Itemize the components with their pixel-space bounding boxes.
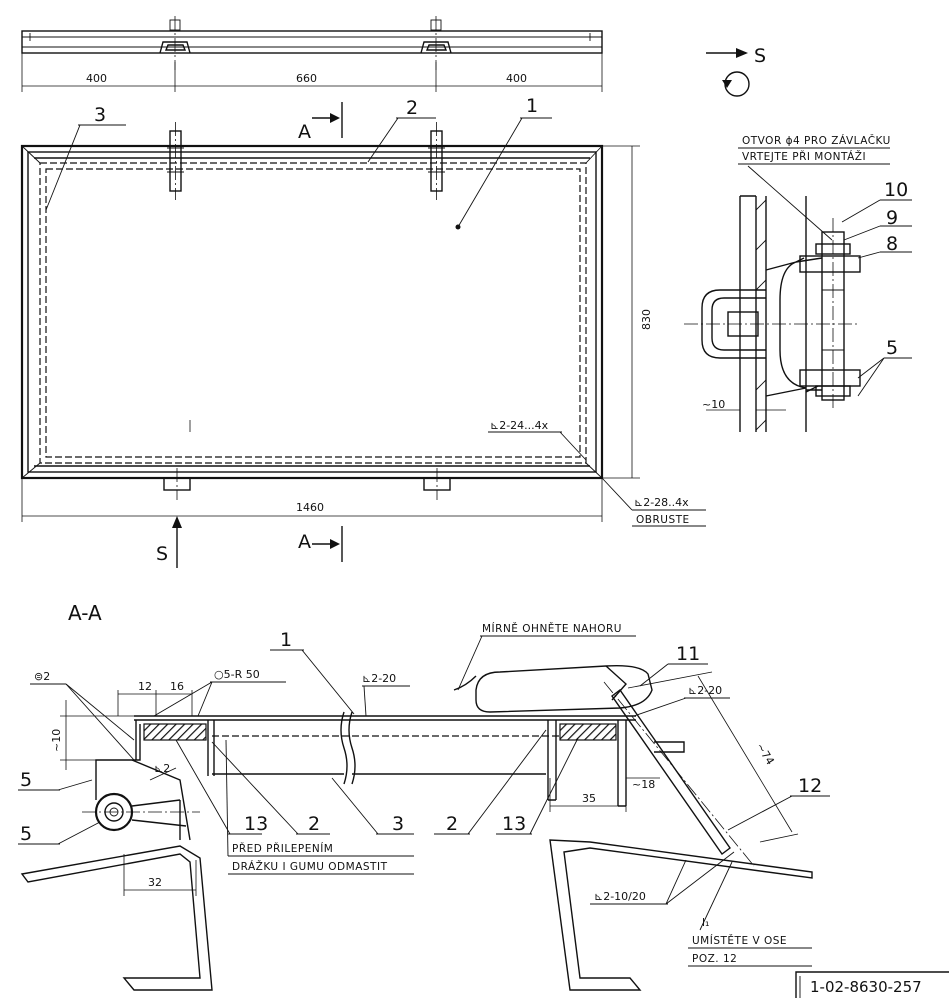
weld-radius: ○5-R 50	[214, 668, 260, 681]
sec-pos-2b: 2	[446, 813, 458, 835]
cut-label-bottom: A	[298, 531, 311, 553]
sec-pos-11: 11	[676, 643, 700, 665]
hinge-pos-9: 9	[886, 207, 898, 229]
view-direction-label: S	[754, 45, 766, 67]
front-pos-1: 1	[526, 95, 538, 117]
hinge-dim-10: ~10	[702, 398, 725, 411]
sec-pos-3: 3	[392, 813, 404, 835]
front-view: 3 2 1 830 1460 ⊾2-24...4x ⊾2-28..4x OBRU…	[20, 95, 706, 568]
hinge-pin-right	[428, 122, 445, 200]
dim-400-left: 400	[86, 72, 107, 85]
sec-dim-74: ~74	[753, 741, 776, 768]
dim-400-right: 400	[506, 72, 527, 85]
view-label-bottom: S	[156, 543, 168, 565]
section-aa: A-A	[18, 601, 830, 991]
dim-830: 830	[640, 309, 653, 330]
hinge-note-drill: VRTEJTE PŘI MONTÁŽI	[742, 150, 866, 163]
top-view: 400 660 400	[21, 16, 603, 92]
front-pos-2: 2	[406, 97, 418, 119]
weld-inner-note: ⊾2-24...4x	[490, 419, 549, 432]
sec-dim-16: 16	[170, 680, 184, 693]
note-place-1: UMÍSTĚTE V OSE	[692, 934, 787, 947]
sec-dim-35: 35	[582, 792, 596, 805]
weld-left: ⊾2	[154, 762, 170, 775]
sec-dim-32: 32	[148, 876, 162, 889]
note-glue-2: DRÁŽKU I GUMU ODMASTIT	[232, 860, 388, 873]
cut-label-top: A	[298, 121, 311, 143]
sec-pos-13b: 13	[502, 813, 526, 835]
sec-pos-2a: 2	[308, 813, 320, 835]
sec-pos-13a: 13	[244, 813, 268, 835]
weld-outer-grind-note: OBRUSTE	[636, 514, 690, 526]
sec-pos-5b: 5	[20, 823, 32, 845]
drawing-number: 1-02-8630-257	[810, 978, 922, 996]
view-direction-symbol: S	[706, 45, 766, 97]
weld-bottom-right: ⊾2-10/20	[594, 890, 646, 903]
hinge-detail: OTVOR ϕ4 PRO ZÁVLAČKU VRTEJTE PŘI MONTÁŽ…	[684, 134, 912, 432]
note-glue-1: PŘED PŘILEPENÍM	[232, 842, 333, 855]
note-l1: l₁	[702, 916, 709, 929]
weld-left-symbol: ⊜2	[34, 670, 50, 683]
sec-pos-5a: 5	[20, 769, 32, 791]
hinge-pos-5: 5	[886, 337, 898, 359]
weld-top-center: ⊾2-20	[362, 672, 396, 685]
sec-pos-1: 1	[280, 629, 292, 651]
dim-1460: 1460	[296, 501, 324, 514]
hinge-note-hole: OTVOR ϕ4 PRO ZÁVLAČKU	[742, 134, 891, 147]
dim-660: 660	[296, 72, 317, 85]
hinge-pin-left	[167, 122, 184, 200]
hinge-pos-8: 8	[886, 233, 898, 255]
sec-pos-12: 12	[798, 775, 822, 797]
section-title: A-A	[68, 601, 102, 625]
sec-dim-10: ~10	[50, 729, 63, 752]
title-block: 1-02-8630-257	[795, 971, 949, 998]
note-place-2: POZ. 12	[692, 953, 737, 965]
weld-top-right: ⊾2-20	[688, 684, 722, 697]
note-bend-up: MÍRNĚ OHNĚTE NAHORU	[482, 622, 622, 635]
hinge-pos-10: 10	[884, 179, 908, 201]
weld-outer-note: ⊾2-28..4x	[634, 496, 689, 509]
front-pos-3: 3	[94, 104, 106, 126]
sec-dim-18: ~18	[632, 778, 655, 791]
sec-dim-12: 12	[138, 680, 152, 693]
